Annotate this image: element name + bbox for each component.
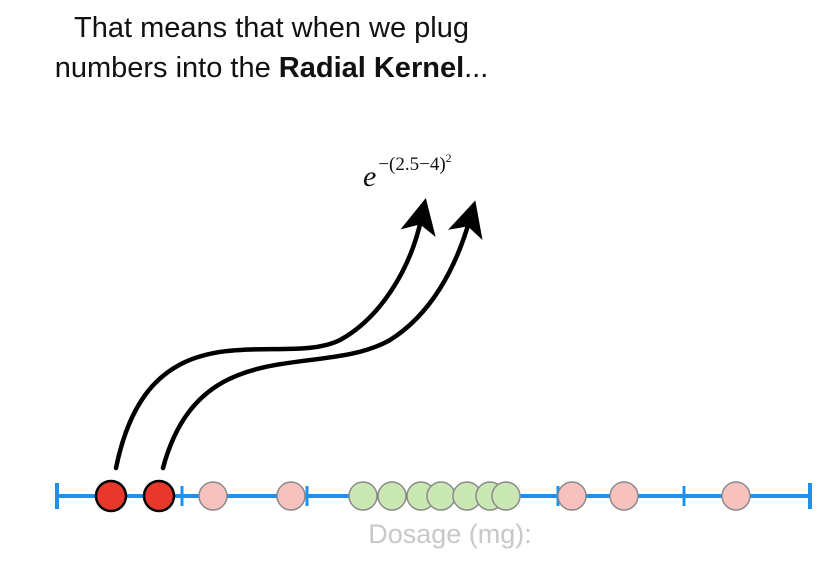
arrow-from-point-1 — [113, 198, 436, 471]
caption-line-2-suffix: ... — [464, 52, 489, 84]
faded-red-points — [198, 481, 751, 511]
faded-red-point — [276, 481, 306, 511]
arrow-from-point-2 — [160, 200, 483, 471]
axis-label: Dosage (mg): — [368, 519, 532, 549]
formula-base: e — [363, 160, 377, 193]
formula-exponent-body: −(2.5−4) — [378, 154, 446, 175]
formula-power: 2 — [445, 151, 452, 165]
faded-red-point — [198, 481, 228, 511]
faded-green-point — [426, 481, 456, 511]
radial-kernel-term: Radial Kernel — [278, 52, 465, 84]
highlighted-point-1 — [94, 479, 128, 513]
faded-red-point — [609, 481, 639, 511]
kernel-formula: e−(2.5−4)2 — [363, 151, 452, 194]
caption-line-1: That means that when we plug — [74, 12, 469, 44]
faded-green-point — [377, 481, 407, 511]
faded-red-point — [557, 481, 587, 511]
faded-green-point — [348, 481, 378, 511]
faded-green-point — [491, 481, 521, 511]
caption: That means that when we plug numbers int… — [0, 8, 543, 88]
highlighted-point-2 — [142, 479, 176, 513]
caption-line-2: numbers into the Radial Kernel... — [0, 48, 543, 88]
faded-red-point — [721, 481, 751, 511]
caption-line-2-prefix: numbers into the — [54, 52, 279, 84]
faded-green-points — [348, 481, 521, 511]
formula-exponent: −(2.5−4)2 — [378, 151, 452, 175]
highlighted-points — [94, 479, 176, 513]
